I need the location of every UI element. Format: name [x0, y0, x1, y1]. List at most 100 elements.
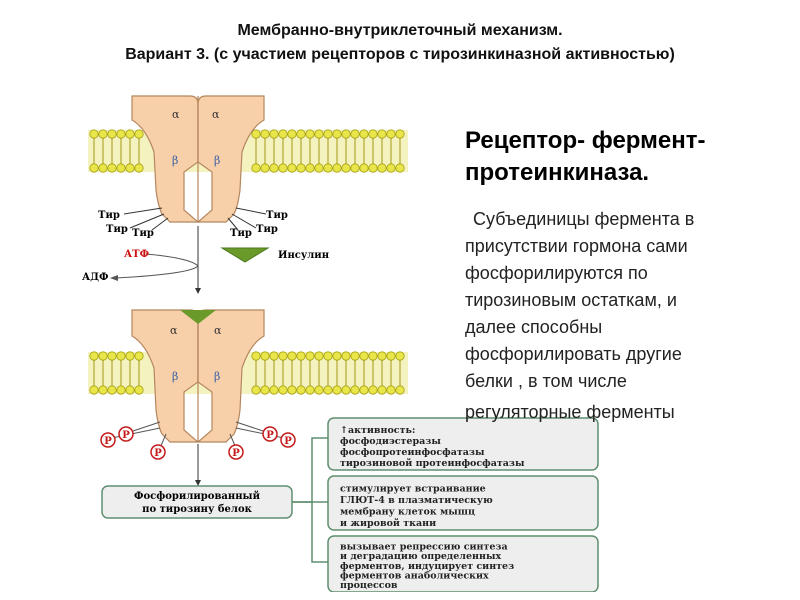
lipid-head [296, 351, 306, 361]
alpha-label-left: α [172, 108, 180, 121]
side-line-0: Субъединицы фермента в [473, 209, 695, 229]
lipid-head [251, 351, 261, 361]
lipid-head [377, 163, 387, 173]
phospho-label: P [104, 436, 112, 447]
lipid-head [260, 129, 270, 139]
lipid-head [359, 351, 369, 361]
beta-label-right: β [214, 370, 220, 383]
effect-line: ферментов, индуцирует синтез [340, 561, 514, 572]
lipid-head [386, 351, 396, 361]
lipid-head [341, 163, 351, 173]
phospho-group: P [280, 432, 296, 448]
phospho-label: P [232, 448, 240, 459]
lipid-head [116, 129, 126, 139]
lipid-head [332, 351, 342, 361]
lipid-head [332, 385, 342, 395]
effect-line: ГЛЮТ-4 в плазматическую [340, 495, 493, 506]
side-line-4: далее способны [465, 317, 603, 337]
lipid-head [368, 129, 378, 139]
lipid-head [116, 351, 126, 361]
lipid-head [377, 351, 387, 361]
lipid-head [341, 385, 351, 395]
lipid-head [395, 163, 405, 173]
effect-line: тирозиновой протеинфосфатазы [340, 458, 525, 469]
tyr-label: Тир [230, 228, 252, 239]
lipid-head [278, 351, 288, 361]
lipid-head [323, 351, 333, 361]
receptor-bottom: α α β β [131, 309, 265, 443]
lipid-head [125, 385, 135, 395]
phospho-label: P [154, 448, 162, 459]
side-heading-line1: Рецептор- фермент- [465, 127, 706, 154]
lipid-head [341, 351, 351, 361]
insulin-triangle [220, 247, 270, 263]
alpha-label-left: α [170, 324, 178, 337]
lipid-head [287, 385, 297, 395]
beta-label-right: β [214, 154, 220, 167]
lipid-head [305, 351, 315, 361]
lipid-head [305, 385, 315, 395]
side-line-3: тирозиновым остаткам, и [465, 290, 677, 310]
lipid-head [278, 385, 288, 395]
lipid-head [98, 129, 108, 139]
protein-box-line2: по тирозину белок [142, 504, 253, 515]
lipid-head [359, 163, 369, 173]
lipid-head [107, 385, 117, 395]
lipid-head [98, 351, 108, 361]
lipid-head [350, 351, 360, 361]
membrane-bottom [88, 351, 408, 395]
lipid-head [323, 163, 333, 173]
lipid-head [314, 129, 324, 139]
effect-boxes: ↑активность:фосфодиэстеразыфосфопротеинф… [327, 417, 599, 592]
lipid-head [386, 163, 396, 173]
lipid-head [89, 163, 99, 173]
phospho-group: P [228, 444, 244, 460]
side-description: Субъединицы фермента в присутствии гормо… [465, 206, 765, 426]
lipid-head [134, 385, 144, 395]
tyr-labels-right: Тир Тир Тир [227, 207, 288, 239]
phospho-label: P [284, 436, 292, 447]
lipid-head [287, 351, 297, 361]
atp-adp-arrow [115, 253, 199, 279]
page-title: Мембранно-внутриклеточный механизм. [237, 22, 563, 39]
lipid-head [287, 163, 297, 173]
tyr-labels-left: Тир Тир Тир [98, 207, 169, 239]
lipid-head [287, 129, 297, 139]
lipid-head [116, 385, 126, 395]
lipid-head [278, 163, 288, 173]
side-line-5: фосфорилировать другие [465, 344, 682, 364]
phospho-group: P [100, 432, 116, 448]
lipid-head [125, 351, 135, 361]
bound-insulin-triangle [180, 310, 216, 324]
lipid-head [386, 385, 396, 395]
lipid-head [305, 163, 315, 173]
beta-label-left: β [172, 154, 178, 167]
phospho-group: P [150, 444, 166, 460]
lipid-head [368, 163, 378, 173]
lipid-head [314, 163, 324, 173]
effect-line: мембрану клеток мышц [340, 507, 475, 518]
lipid-head [107, 163, 117, 173]
lipid-head [350, 385, 360, 395]
effect-box: ↑активность:фосфодиэстеразыфосфопротеинф… [327, 417, 599, 471]
side-line-7: регуляторные ферменты [465, 402, 675, 422]
lipid-head [350, 129, 360, 139]
lipid-head [278, 129, 288, 139]
effect-line: и деградацию определенных [340, 551, 501, 562]
lipid-head [332, 129, 342, 139]
lipid-head [134, 129, 144, 139]
effect-line: ↑активность: [340, 425, 415, 436]
lipid-head [395, 351, 405, 361]
phospho-group: P [262, 426, 278, 442]
lipid-head [260, 385, 270, 395]
lipid-head [386, 129, 396, 139]
effect-line: процессов [340, 580, 398, 591]
receptor-top: α α β β [131, 95, 265, 223]
tyr-label: Тир [132, 228, 154, 239]
effect-line: ферментов анаболических [340, 570, 489, 581]
side-heading-line2: протеинкиназа. [465, 159, 650, 186]
effect-line: и жировой ткани [340, 518, 436, 529]
lipid-head [368, 351, 378, 361]
lipid-head [377, 385, 387, 395]
